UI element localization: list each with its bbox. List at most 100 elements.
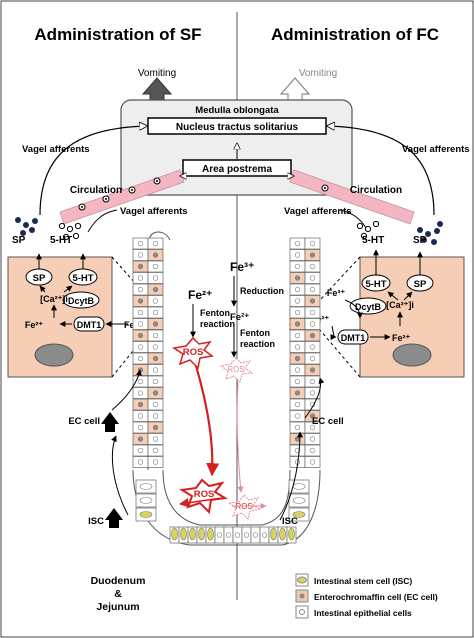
cell-nucleus xyxy=(294,424,301,431)
cell-nucleus xyxy=(152,413,159,419)
ec-right-dcytb: DcytB xyxy=(355,302,382,312)
cell-nucleus xyxy=(294,321,301,327)
cell-nucleus xyxy=(294,240,301,247)
circulation-band-left xyxy=(59,169,185,225)
isc-cell xyxy=(288,527,295,541)
ec-right-reduction-arrow xyxy=(344,299,363,319)
crypt-base xyxy=(132,469,321,546)
ec-left-dmt1: DMT1 xyxy=(77,320,102,330)
vagal-path-left xyxy=(39,126,146,216)
cell-nucleus xyxy=(225,532,232,538)
ec-cell-arrow-left xyxy=(101,412,119,432)
vagal-label-top-right: Vagel afferents xyxy=(402,144,470,155)
title-right: Administration of FC xyxy=(271,25,439,44)
legend-label-ec: Enterochromaffin cell (EC cell) xyxy=(314,592,438,602)
cell-nucleus xyxy=(137,240,144,247)
area-postrema-box xyxy=(182,159,292,177)
area-postrema-label: Area postrema xyxy=(202,164,272,175)
fc-fe3-label: Fe³⁺ xyxy=(230,260,254,274)
ec-cell-panel-right xyxy=(330,249,465,378)
ec-cell-label-right: EC cell xyxy=(312,416,344,427)
villus-right xyxy=(289,237,321,468)
sf-ros-label: ROS xyxy=(183,347,204,358)
cell-nucleus xyxy=(294,413,301,419)
ec-right-fe-connector xyxy=(331,325,335,337)
cell-nucleus xyxy=(294,401,301,408)
cell-nucleus xyxy=(309,252,316,258)
cell-nucleus xyxy=(309,344,316,350)
isc-cell xyxy=(180,527,187,541)
cell-nucleus xyxy=(137,332,144,339)
fc-ros-to-crypt-arrow xyxy=(236,381,244,493)
cell-nucleus xyxy=(294,436,301,442)
title-left: Administration of SF xyxy=(34,25,201,44)
legend-item-isc: Intestinal stem cell (ISC) xyxy=(295,573,412,587)
isc-arrow-left xyxy=(105,508,123,528)
cell-nucleus xyxy=(152,424,159,431)
sp-dots-left xyxy=(15,217,38,236)
cell-nucleus xyxy=(292,483,306,490)
isc-cell xyxy=(207,527,214,541)
cell-nucleus xyxy=(152,447,159,454)
isc-cell xyxy=(198,527,205,541)
cell-nucleus xyxy=(309,240,316,247)
cell-nucleus xyxy=(137,401,144,408)
cell-nucleus xyxy=(309,367,316,373)
ec-cell-panel-left xyxy=(7,253,128,378)
vomiting-label-left: Vomiting xyxy=(138,68,176,79)
fc-ros-burst xyxy=(219,357,254,383)
cell-nucleus xyxy=(137,459,144,465)
isc-to-ec-path-right xyxy=(279,431,303,521)
cell-nucleus xyxy=(139,483,153,490)
cell-nucleus xyxy=(294,275,301,281)
cell-nucleus xyxy=(309,355,316,362)
legend-item-epithelial: Intestinal epithelial cells xyxy=(295,605,412,619)
sp-label-left: SP xyxy=(12,235,26,246)
cell-nucleus xyxy=(309,436,316,442)
cell-nucleus xyxy=(294,286,301,293)
villus-left xyxy=(132,231,171,470)
cell-nucleus xyxy=(137,436,144,442)
vagal-label-mid-right: Vagel afferents xyxy=(284,206,352,217)
ec-right-ca: [Ca²⁺]i xyxy=(386,300,414,310)
cell-nucleus xyxy=(294,309,301,316)
cell-nucleus xyxy=(137,378,144,385)
cell-nucleus xyxy=(152,390,159,396)
ht-label-left: 5-HT xyxy=(50,235,72,246)
cell-nucleus xyxy=(261,532,268,538)
nts-box xyxy=(147,117,327,135)
cell-nucleus xyxy=(152,240,159,247)
cell-nucleus xyxy=(216,532,223,538)
cell-nucleus xyxy=(294,332,301,339)
ec-right-ht: 5-HT xyxy=(365,279,386,290)
isc-label-left: ISC xyxy=(88,516,104,527)
ec-right-dmt1: DMT1 xyxy=(341,333,366,343)
fc-ros-label: ROS xyxy=(227,365,244,374)
cell-nucleus xyxy=(294,367,301,373)
cell-nucleus xyxy=(309,378,316,385)
vagal-path-right xyxy=(328,126,435,216)
ht-label-right: 5-HT xyxy=(362,235,384,246)
fc-reduction-label: Reduction xyxy=(240,286,284,296)
isc-cell xyxy=(279,527,286,541)
crypt-ros-label-left: ROS xyxy=(194,489,215,500)
legend-label-epithelial: Intestinal epithelial cells xyxy=(314,608,412,618)
cell-nucleus xyxy=(309,263,316,270)
cell-nucleus xyxy=(152,459,159,465)
cell-nucleus xyxy=(137,424,144,431)
cell-nucleus xyxy=(137,367,144,373)
ec-to-villus-path-right xyxy=(304,377,325,419)
cell-nucleus xyxy=(234,532,241,538)
cell-nucleus xyxy=(294,298,301,304)
ec-left-dcytb: DcytB xyxy=(68,296,95,306)
cell-nucleus xyxy=(309,447,316,454)
cell-nucleus xyxy=(137,413,144,419)
crypt-ros-burst-left xyxy=(179,478,228,515)
cell-nucleus xyxy=(137,390,144,396)
fc-fe2-label: Fe²⁺ xyxy=(230,312,249,323)
cell-nucleus xyxy=(294,252,301,258)
ec-right-sp: SP xyxy=(414,279,427,290)
medulla-label: Medulla oblongata xyxy=(195,105,279,116)
